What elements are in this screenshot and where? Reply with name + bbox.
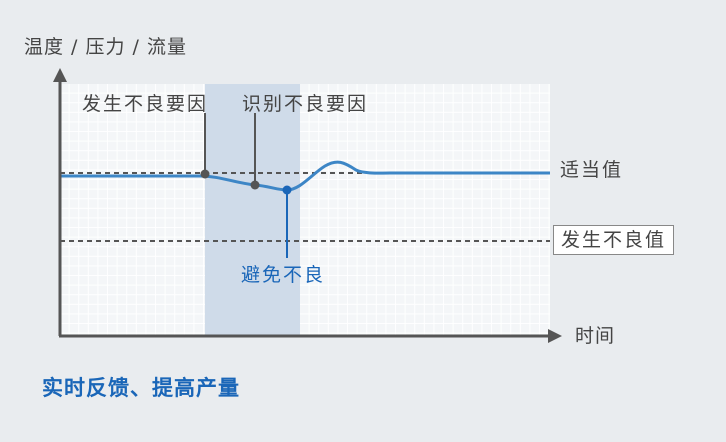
avoid-defect-label: 避免不良 xyxy=(241,264,326,286)
x-axis-arrow-icon xyxy=(548,329,562,343)
defect-value-label: 发生不良值 xyxy=(553,225,675,255)
identify-cause-label: 识别不良要因 xyxy=(242,93,369,115)
y-axis-arrow-icon xyxy=(53,68,67,82)
caption: 实时反馈、提高产量 xyxy=(42,376,240,400)
x-axis-label: 时间 xyxy=(575,325,616,347)
signal-curve xyxy=(60,160,550,192)
highlight-band xyxy=(205,84,300,336)
avoid-defect-marker xyxy=(282,185,292,195)
defect-cause-label: 发生不良要因 xyxy=(82,93,209,115)
plot-grid xyxy=(60,84,550,336)
identify-cause-marker xyxy=(250,180,260,190)
y-axis-label: 温度 / 压力 / 流量 xyxy=(24,36,187,58)
proper-value-label: 适当值 xyxy=(560,159,624,181)
defect-cause-marker xyxy=(200,169,210,179)
